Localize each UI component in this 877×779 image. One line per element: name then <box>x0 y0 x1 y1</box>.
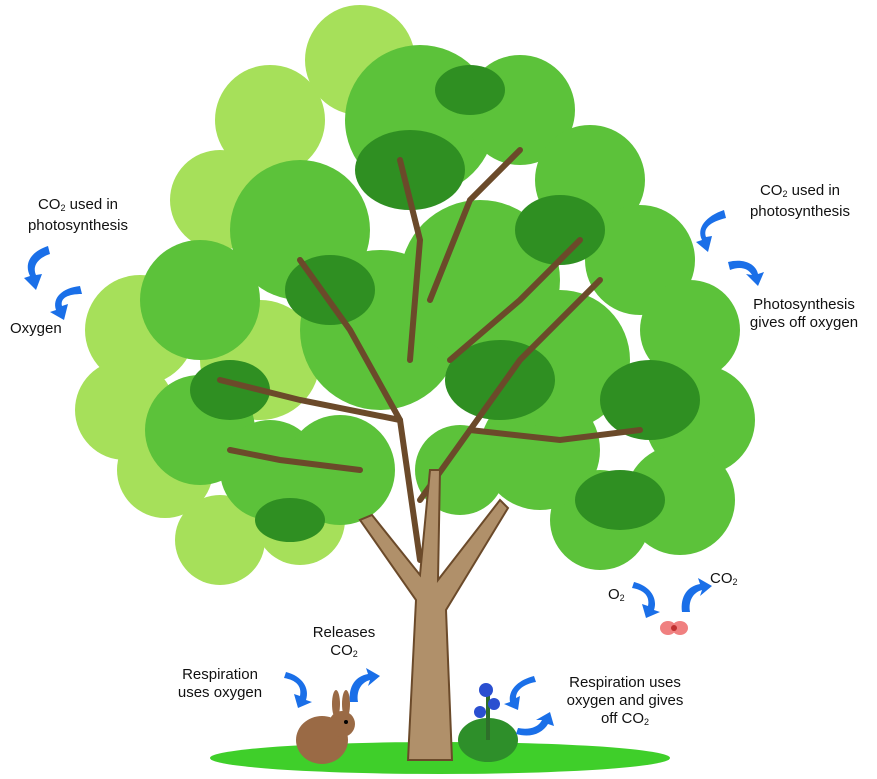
curved-arrow-icon <box>50 286 82 320</box>
curved-arrow-icon <box>504 676 536 710</box>
label-right-co2-rest: used in <box>787 182 840 199</box>
label-insect-o2-subscript: 2 <box>620 593 625 603</box>
label-insect-co2-subscript: 2 <box>733 577 738 587</box>
insect-illustration <box>660 621 688 635</box>
curved-arrow-icon <box>728 261 764 286</box>
tree-illustration <box>75 5 755 760</box>
label-rabbit-releases-line1: Releases <box>304 624 384 642</box>
label-insect-co2: CO2 <box>710 570 738 591</box>
label-plant-respiration: Respiration uses oxygen and gives off CO… <box>540 674 710 731</box>
label-right-co2-used: CO2 used in photosynthesis <box>730 182 870 221</box>
label-left-co2-used: CO2 used in photosynthesis <box>8 196 148 235</box>
label-left-co2-text: CO <box>38 196 61 213</box>
curved-arrow-icon <box>284 672 312 708</box>
label-left-oxygen: Oxygen <box>10 320 62 338</box>
label-right-gives-line1: Photosynthesis <box>734 296 874 314</box>
label-rabbit-releases: Releases CO2 <box>304 624 384 663</box>
label-insect-o2: O2 <box>608 586 625 607</box>
tree-trunk <box>360 470 508 760</box>
curved-arrow-icon <box>632 582 660 618</box>
label-right-gives-oxygen: Photosynthesis gives off oxygen <box>734 296 874 332</box>
label-left-co2-line2: photosynthesis <box>8 217 148 235</box>
label-rabbit-respiration-line1: Respiration <box>160 666 280 684</box>
curved-arrow-icon <box>24 246 50 290</box>
curved-arrow-icon <box>350 668 380 702</box>
label-rabbit-releases-subscript: 2 <box>353 649 358 659</box>
label-right-gives-line2: gives off oxygen <box>734 314 874 332</box>
label-plant-respiration-line3: off CO <box>601 710 644 727</box>
label-left-co2-rest: used in <box>65 196 118 213</box>
flowering-plant-illustration <box>458 683 518 762</box>
label-rabbit-respiration: Respiration uses oxygen <box>160 666 280 702</box>
label-right-co2-text: CO <box>760 182 783 199</box>
label-insect-co2-text: CO <box>710 570 733 587</box>
label-rabbit-respiration-line2: uses oxygen <box>160 684 280 702</box>
curved-arrow-icon <box>696 210 726 252</box>
label-rabbit-releases-co: CO <box>330 642 353 659</box>
label-right-co2-line2: photosynthesis <box>730 203 870 221</box>
label-plant-respiration-line1: Respiration uses <box>540 674 710 692</box>
curved-arrow-icon <box>682 578 712 612</box>
label-plant-respiration-subscript: 2 <box>644 717 649 727</box>
label-insect-o2-text: O <box>608 586 620 603</box>
label-plant-respiration-line2: oxygen and gives <box>540 692 710 710</box>
